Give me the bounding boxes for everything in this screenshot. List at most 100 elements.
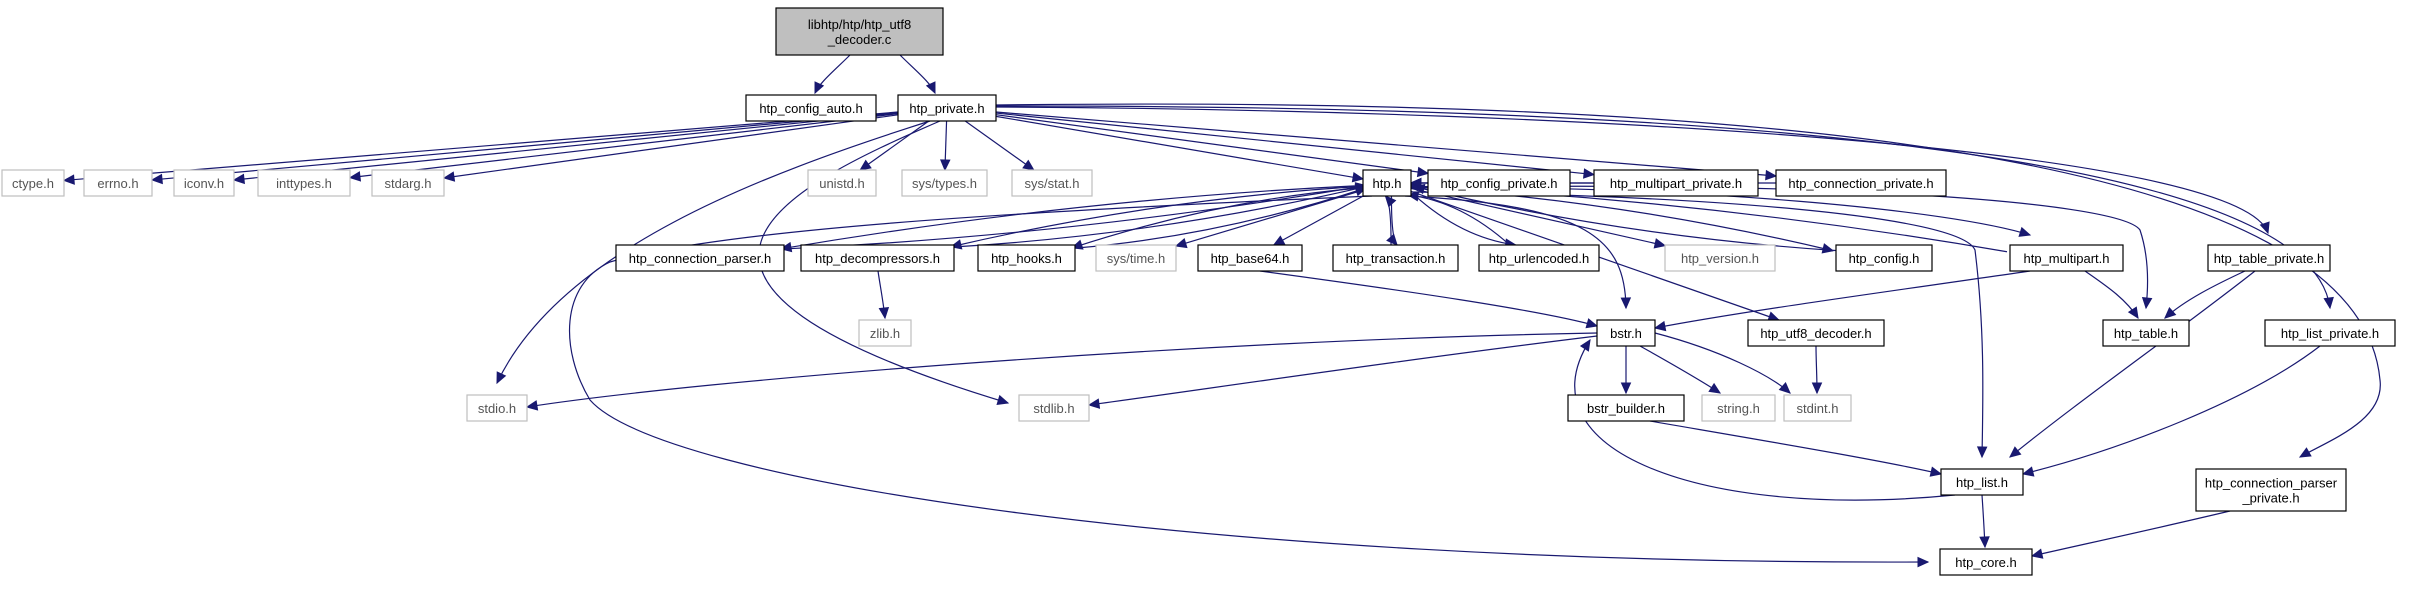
- arrow-head: [232, 173, 245, 185]
- node-list[interactable]: htp_list.h: [1940, 468, 2024, 496]
- node-box: [1, 169, 65, 197]
- node-box: [1596, 319, 1656, 347]
- node-config-private[interactable]: htp_config_private.h: [1427, 169, 1571, 197]
- edge-private-to-systypes: [940, 120, 951, 172]
- node-bstr[interactable]: bstr.h: [1596, 319, 1656, 347]
- node-label: sys/types.h: [912, 176, 977, 191]
- node-utf8-decoder[interactable]: htp_utf8_decoder.h: [1747, 319, 1885, 347]
- edge-decompressors-to-zlib: [877, 270, 890, 320]
- arrow-head: [940, 159, 951, 172]
- node-errno: errno.h: [83, 169, 153, 197]
- arrow-head: [2021, 466, 2035, 477]
- arrow-head: [1653, 320, 1667, 332]
- node-list-private[interactable]: htp_list_private.h: [2264, 319, 2396, 347]
- node-string: string.h: [1701, 394, 1776, 422]
- node-private[interactable]: htp_private.h: [897, 94, 997, 122]
- node-label: htp_multipart_private.h: [1610, 176, 1742, 191]
- edge-bstr_builder-to-list: [1649, 420, 1943, 477]
- node-bstr-builder[interactable]: bstr_builder.h: [1567, 394, 1685, 422]
- node-label: ctype.h: [12, 176, 54, 191]
- node-config-auto[interactable]: htp_config_auto.h: [745, 94, 877, 122]
- node-box: [1783, 394, 1852, 422]
- arrow-head: [2141, 296, 2153, 310]
- node-hooks[interactable]: htp_hooks.h: [977, 244, 1076, 272]
- node-box: [466, 394, 528, 422]
- node-label: htp_base64.h: [1211, 251, 1290, 266]
- node-label: inttypes.h: [276, 176, 332, 191]
- node-label: errno.h: [97, 176, 138, 191]
- arrow-head: [1765, 169, 1778, 181]
- edge-line: [995, 112, 1595, 176]
- edge-table_private-to-table: [2164, 270, 2246, 319]
- node-box: [1332, 244, 1459, 272]
- node-decompressors[interactable]: htp_decompressors.h: [800, 244, 955, 272]
- edge-htp-to-systime: [1174, 189, 1364, 249]
- arrow-head: [1585, 318, 1599, 329]
- node-label: htp_table_private.h: [2214, 251, 2325, 266]
- node-table[interactable]: htp_table.h: [2102, 319, 2190, 347]
- edge-private-to-sysstat: [964, 120, 1035, 171]
- node-label: htp_transaction.h: [1346, 251, 1446, 266]
- node-root[interactable]: libhtp/htp/htp_utf8_decoder.c: [775, 7, 944, 56]
- edge-line: [995, 111, 1777, 177]
- node-table-private[interactable]: htp_table_private.h: [2207, 244, 2331, 272]
- edge-line: [995, 103, 2381, 458]
- edge-utf8_decoder-to-stdint: [1811, 345, 1823, 395]
- node-connection-parser[interactable]: htp_connection_parser.h: [615, 244, 785, 272]
- node-label: string.h: [1717, 401, 1760, 416]
- edge-line: [1649, 420, 1942, 475]
- edge-line: [995, 115, 1364, 180]
- node-ctype: ctype.h: [1, 169, 65, 197]
- edge-line: [1654, 270, 2031, 329]
- arrow-head: [1929, 466, 1943, 477]
- node-htp[interactable]: htp.h: [1362, 169, 1412, 197]
- edge-line: [349, 113, 899, 179]
- edge-line: [568, 195, 1929, 563]
- node-box: [897, 94, 997, 122]
- edge-line: [443, 114, 899, 179]
- edge-line: [995, 105, 2331, 309]
- node-box: [83, 169, 153, 197]
- node-label: libhtp/htp/htp_utf8: [808, 17, 911, 32]
- node-box: [807, 169, 877, 197]
- node-label: sys/time.h: [1107, 251, 1166, 266]
- node-core[interactable]: htp_core.h: [1939, 548, 2033, 576]
- node-label: stdint.h: [1797, 401, 1839, 416]
- edge-root-to-config_auto: [814, 54, 851, 95]
- node-base64[interactable]: htp_base64.h: [1197, 244, 1303, 272]
- arrow-head: [2164, 307, 2177, 319]
- node-sysstat: sys/stat.h: [1011, 169, 1093, 197]
- edge-line: [859, 120, 930, 171]
- node-box: [257, 169, 351, 197]
- node-box: [1478, 244, 1600, 272]
- node-transaction[interactable]: htp_transaction.h: [1332, 244, 1459, 272]
- node-connection-parser-private[interactable]: htp_connection_parser_private.h: [2195, 468, 2347, 512]
- edge-line: [1088, 335, 1598, 406]
- arrow-head: [878, 306, 890, 320]
- node-label: htp_private.h: [909, 101, 984, 116]
- arrow-head: [2323, 296, 2334, 310]
- edge-private-to-stdarg: [442, 114, 899, 182]
- node-box: [1747, 319, 1885, 347]
- node-label: stdlib.h: [1033, 401, 1074, 416]
- node-box: [1939, 548, 2033, 576]
- edge-private-to-connection_parser_private: [995, 103, 2381, 458]
- node-label: htp_utf8_decoder.h: [1760, 326, 1871, 341]
- edge-line: [1273, 195, 1364, 246]
- node-multipart[interactable]: htp_multipart.h: [2009, 244, 2124, 272]
- node-urlencoded[interactable]: htp_urlencoded.h: [1478, 244, 1600, 272]
- arrow-head: [1087, 398, 1101, 409]
- arrow-head: [2009, 446, 2022, 458]
- edge-bstr-to-string: [1639, 345, 1722, 394]
- node-label: htp_hooks.h: [991, 251, 1062, 266]
- node-multipart-private[interactable]: htp_multipart_private.h: [1593, 169, 1759, 197]
- arrow-head: [814, 81, 825, 95]
- arrow-head: [996, 394, 1010, 406]
- edge-private-to-inttypes: [348, 113, 899, 182]
- edge-line: [1413, 186, 1840, 252]
- node-config[interactable]: htp_config.h: [1835, 244, 1933, 272]
- node-label: htp_list.h: [1956, 475, 2008, 490]
- edge-line: [995, 114, 1429, 174]
- node-connection-private[interactable]: htp_connection_private.h: [1775, 169, 1947, 197]
